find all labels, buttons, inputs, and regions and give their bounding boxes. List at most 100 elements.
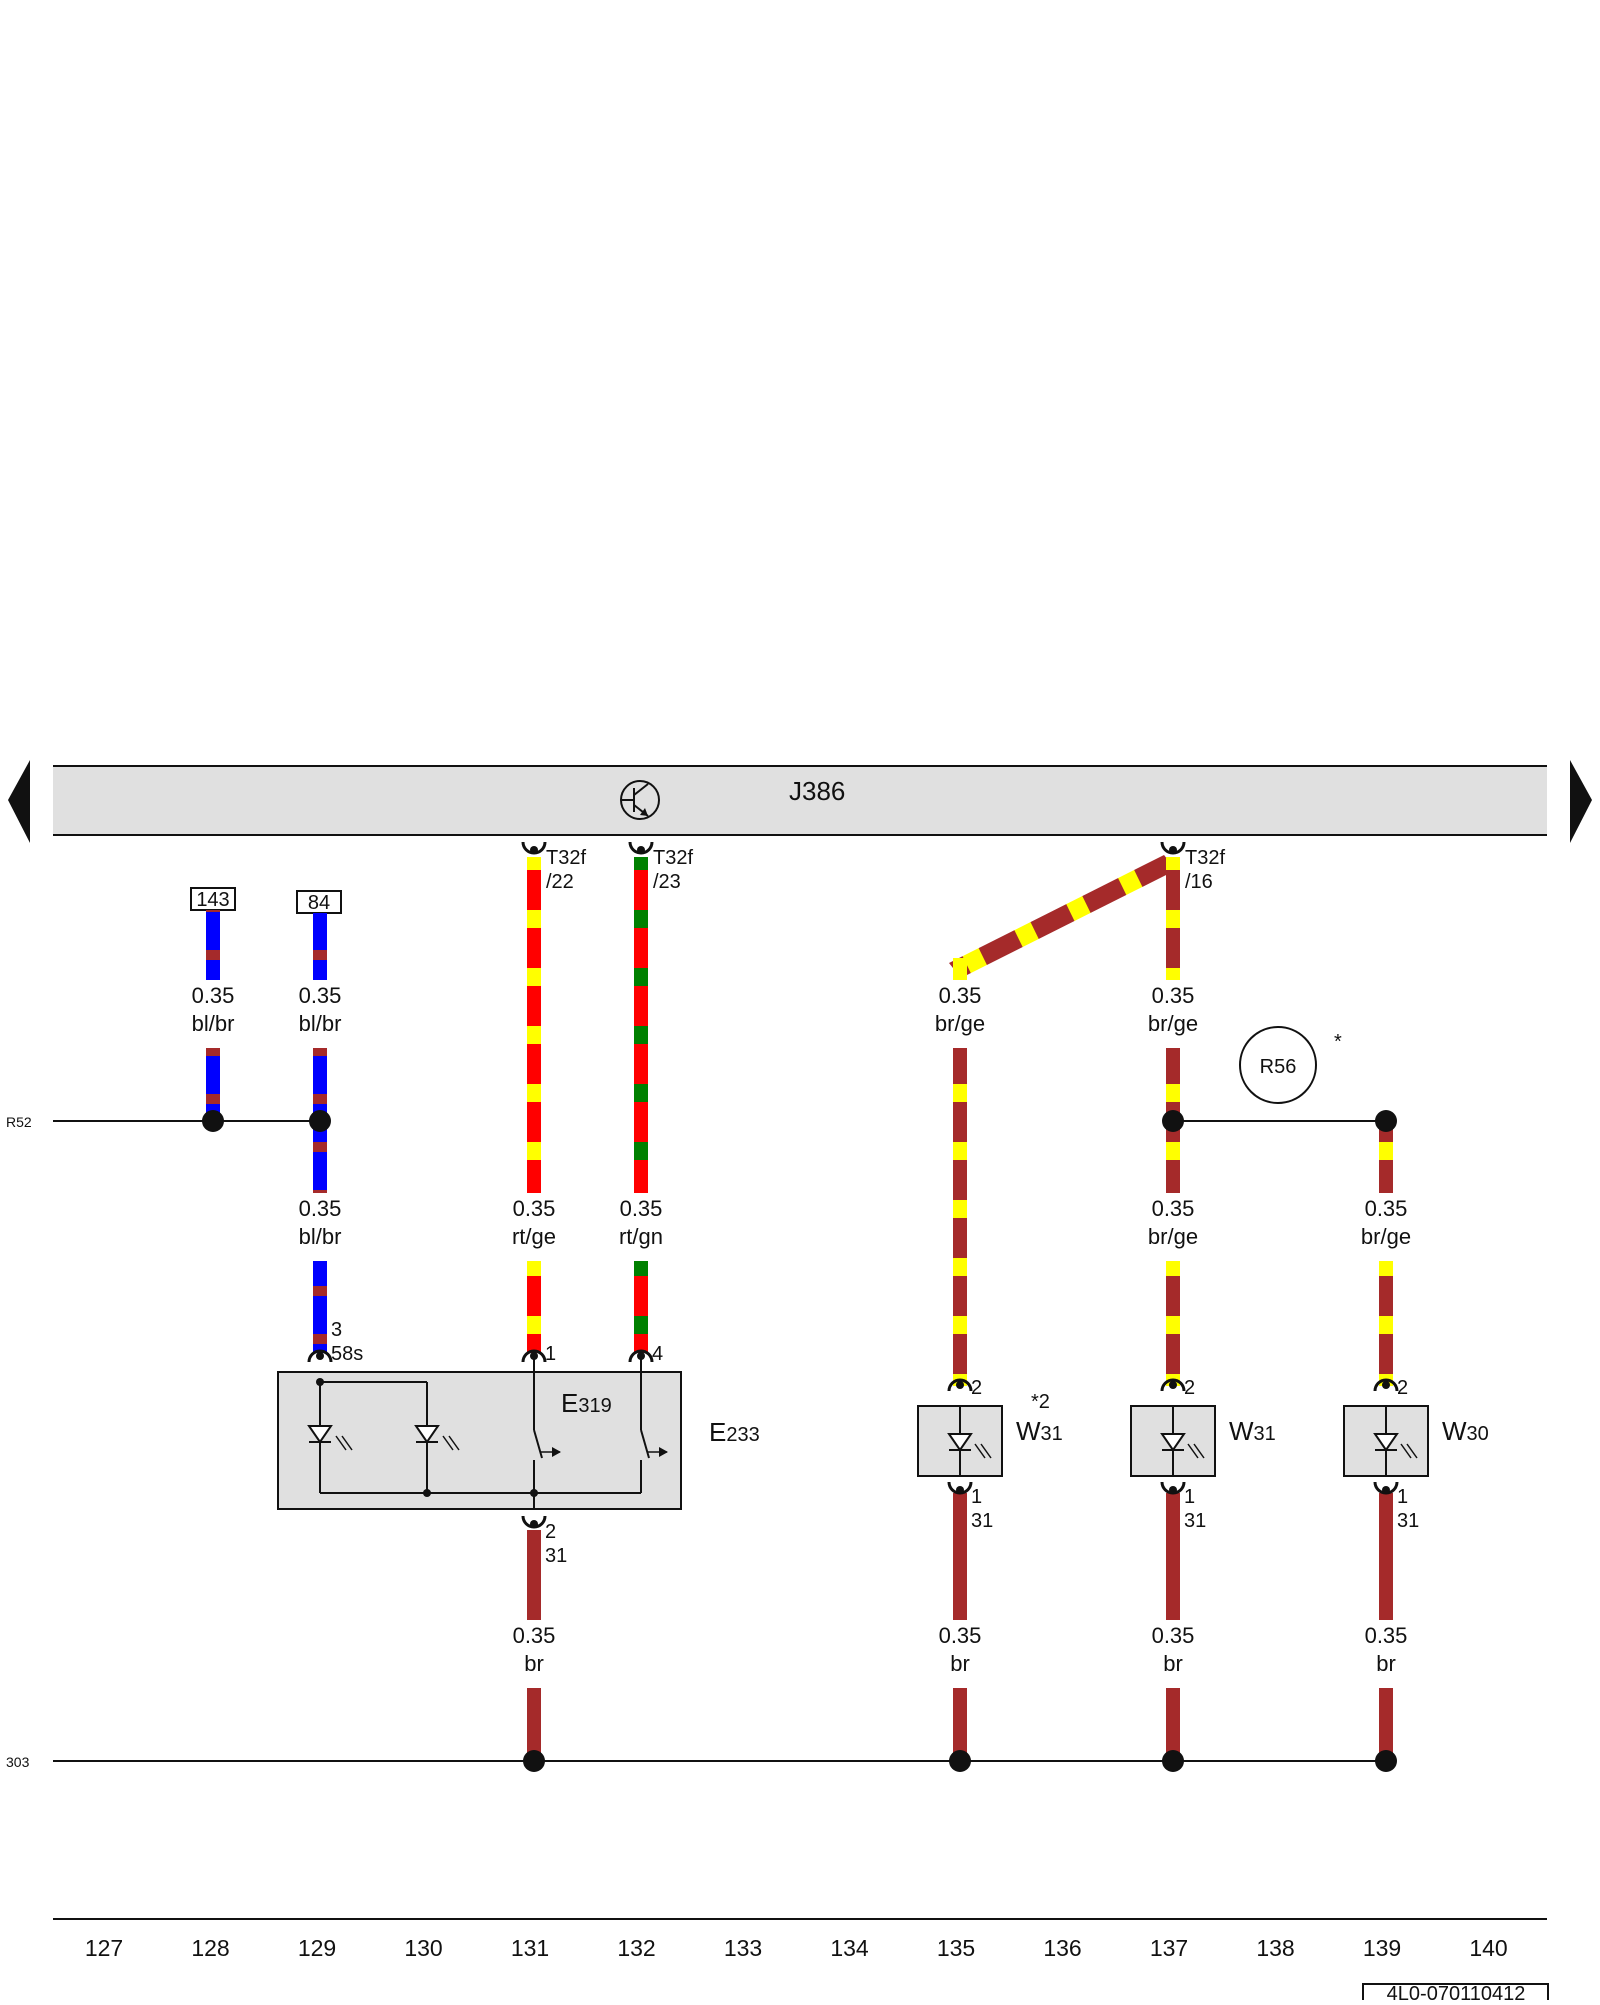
svg-text:0.35: 0.35 <box>1365 1623 1408 1648</box>
column-number: 127 <box>85 1935 123 1961</box>
svg-text:1: 1 <box>1184 1486 1195 1508</box>
component-label-w31-b: W31 <box>1229 1416 1276 1446</box>
column-number: 130 <box>404 1935 442 1961</box>
svg-text:0.35: 0.35 <box>513 1623 556 1648</box>
splice-point <box>202 1110 224 1132</box>
column-number: 138 <box>1256 1935 1294 1961</box>
wire-segment <box>1379 1121 1393 1193</box>
led-icon <box>307 1425 353 1451</box>
svg-text:31: 31 <box>971 1510 993 1532</box>
column-number: 128 <box>191 1935 229 1961</box>
pin-e233-1[interactable]: 1 <box>521 1343 556 1365</box>
svg-text:1: 1 <box>971 1486 982 1508</box>
pin-e233-4[interactable]: 4 <box>628 1343 663 1365</box>
wire-segment <box>1166 1688 1180 1761</box>
wire-segment <box>634 857 648 1193</box>
component-label-w31-a: W31 <box>1016 1416 1063 1446</box>
component-w31-b[interactable]: 2 1 31 <box>1130 1377 1216 1532</box>
ref-box-84[interactable]: 84 <box>296 890 342 914</box>
svg-text:0.35: 0.35 <box>1152 983 1195 1008</box>
connector-t32f-23[interactable]: T32f /23 <box>628 841 693 893</box>
wire-segment <box>527 1261 541 1353</box>
component-w31-a[interactable]: 2 1 31 <box>917 1377 1003 1532</box>
component-e233[interactable]: E319 <box>277 1353 682 1510</box>
svg-text:31: 31 <box>545 1545 567 1567</box>
svg-text:0.35: 0.35 <box>299 983 342 1008</box>
wire-segment <box>527 1688 541 1761</box>
svg-text:0.35: 0.35 <box>1365 1196 1408 1221</box>
lamp-led-icon <box>1160 1406 1205 1476</box>
column-number: 134 <box>830 1935 869 1961</box>
document-id-box: 4L0-070110412 <box>1362 1983 1549 2005</box>
svg-text:rt/ge: rt/ge <box>512 1224 556 1249</box>
svg-text:2: 2 <box>1184 1377 1195 1399</box>
wire-segment <box>1379 1688 1393 1761</box>
wire-segment <box>313 913 327 980</box>
svg-text:143: 143 <box>196 889 229 911</box>
previous-page-arrow-icon[interactable] <box>8 760 30 843</box>
svg-text:br: br <box>950 1651 970 1676</box>
svg-text:1: 1 <box>1397 1486 1408 1508</box>
pin-e233-3[interactable]: 3 58s <box>307 1319 363 1365</box>
svg-text:84: 84 <box>308 892 330 914</box>
svg-text:T32f: T32f <box>1185 847 1225 869</box>
wire-segment <box>1379 1261 1393 1386</box>
column-number: 129 <box>298 1935 336 1961</box>
column-number: 131 <box>511 1935 549 1961</box>
wire-segment <box>1379 1493 1393 1620</box>
connector-t32f-16[interactable]: T32f /16 <box>1160 841 1225 893</box>
svg-text:4: 4 <box>652 1343 663 1365</box>
svg-text:br/ge: br/ge <box>1148 1224 1198 1249</box>
wire-segment <box>313 1261 327 1353</box>
ref-box-143[interactable]: 143 <box>190 887 236 911</box>
svg-text:T32f: T32f <box>653 847 693 869</box>
svg-text:2: 2 <box>971 1377 982 1399</box>
pin-e233-2[interactable]: 2 31 <box>521 1515 567 1567</box>
led-icon <box>414 1425 460 1451</box>
splice-point <box>1162 1110 1184 1132</box>
wire-segment <box>527 1530 541 1620</box>
lamp-led-icon <box>947 1406 992 1476</box>
svg-text:3: 3 <box>331 1319 342 1341</box>
column-number: 132 <box>617 1935 655 1961</box>
next-page-arrow-icon[interactable] <box>1570 760 1592 843</box>
wire-label: 0.35 br/ge <box>1361 1196 1411 1249</box>
lamp-led-icon <box>1373 1406 1418 1476</box>
wire-segment <box>206 910 220 980</box>
footnote-mark: *2 <box>1031 1391 1050 1413</box>
wire-segment <box>953 1688 967 1761</box>
svg-text:0.35: 0.35 <box>192 983 235 1008</box>
svg-text:br/ge: br/ge <box>1361 1224 1411 1249</box>
svg-text:58s: 58s <box>331 1343 363 1365</box>
module-name: J386 <box>789 776 845 806</box>
wire-segment <box>953 1048 967 1386</box>
wire-segment <box>206 1048 220 1121</box>
bus-ref-r52: R52 <box>6 1114 32 1130</box>
wire-segment <box>1166 1261 1180 1386</box>
svg-text:/22: /22 <box>546 871 574 893</box>
svg-text:4L0-070110412: 4L0-070110412 <box>1387 1983 1526 2000</box>
wire-segment <box>953 1493 967 1620</box>
ground-point <box>1162 1750 1184 1772</box>
pushbutton-switch-icon <box>635 1429 668 1460</box>
wire-segment <box>949 855 1176 978</box>
ground-point <box>1375 1750 1397 1772</box>
footnote-mark: * <box>1334 1031 1342 1053</box>
component-w30[interactable]: 2 1 31 <box>1343 1377 1429 1532</box>
svg-text:br/ge: br/ge <box>935 1011 985 1036</box>
svg-text:31: 31 <box>1184 1510 1206 1532</box>
component-label-w30: W30 <box>1442 1416 1489 1446</box>
svg-text:/23: /23 <box>653 871 681 893</box>
splice-point <box>309 1110 331 1132</box>
wire-segment <box>634 1261 648 1353</box>
column-number: 135 <box>937 1935 975 1961</box>
connector-t32f-22[interactable]: T32f /22 <box>521 841 586 893</box>
bus-ref-303: 303 <box>6 1754 30 1770</box>
component-r56[interactable]: R56 <box>1239 1026 1317 1104</box>
